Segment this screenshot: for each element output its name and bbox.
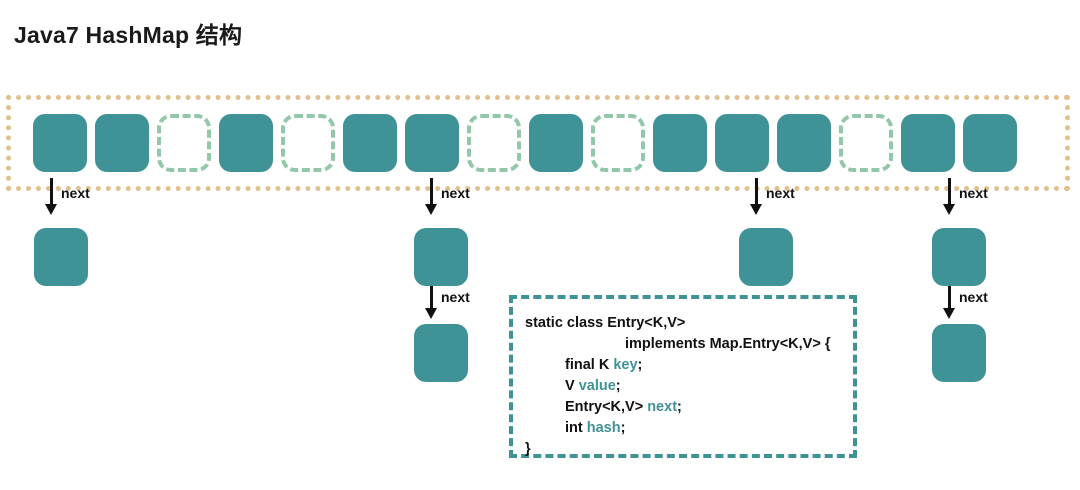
- chain-bucket-0: next: [34, 178, 90, 286]
- code-lines: static class Entry<K,V> implements Map.En…: [525, 313, 843, 460]
- code-line-4: Entry<K,V> next;: [525, 397, 843, 418]
- next-pointer-arrow: next: [932, 178, 988, 228]
- next-label: next: [441, 185, 470, 201]
- arrow-shaft: [430, 178, 433, 208]
- entry-node: [932, 324, 986, 382]
- next-label: next: [959, 185, 988, 201]
- chain-bucket-6: next next: [414, 178, 470, 382]
- arrow-shaft: [50, 178, 53, 208]
- arrow-head-icon: [943, 204, 955, 215]
- next-label: next: [959, 289, 988, 305]
- bucket-slot-9-empty: [591, 114, 645, 172]
- arrow-head-icon: [943, 308, 955, 319]
- bucket-slot-12-filled: [777, 114, 831, 172]
- arrow-shaft: [430, 286, 433, 312]
- arrow-shaft: [948, 286, 951, 312]
- next-pointer-arrow: next: [414, 178, 470, 228]
- arrow-head-icon: [425, 308, 437, 319]
- code-line-6: }: [525, 439, 843, 460]
- entry-node: [414, 228, 468, 286]
- code-token: final K: [565, 357, 614, 373]
- bucket-slot-5-filled: [343, 114, 397, 172]
- page-title: Java7 HashMap 结构: [14, 22, 243, 48]
- bucket-slot-8-filled: [529, 114, 583, 172]
- code-token: static class Entry<K,V>: [525, 315, 686, 331]
- code-line-5: int hash;: [525, 418, 843, 439]
- field-name: key: [613, 357, 638, 373]
- next-pointer-arrow: next: [739, 178, 795, 228]
- code-token: implements Map.Entry<K,V> {: [625, 336, 831, 352]
- arrow-shaft: [755, 178, 758, 208]
- bucket-slot-1-filled: [95, 114, 149, 172]
- code-token: V: [565, 378, 579, 394]
- code-token: ;: [677, 399, 682, 415]
- arrow-head-icon: [750, 204, 762, 215]
- field-name: value: [578, 378, 616, 394]
- field-name: next: [647, 399, 678, 415]
- bucket-slot-2-empty: [157, 114, 211, 172]
- next-label: next: [766, 185, 795, 201]
- next-label: next: [441, 289, 470, 305]
- arrow-head-icon: [45, 204, 57, 215]
- code-token: int: [565, 420, 587, 436]
- arrow-head-icon: [425, 204, 437, 215]
- entry-node: [739, 228, 793, 286]
- next-pointer-arrow: next: [932, 286, 988, 324]
- code-line-0: static class Entry<K,V>: [525, 313, 843, 334]
- code-token: ;: [637, 357, 643, 373]
- bucket-slot-0-filled: [33, 114, 87, 172]
- bucket-slot-list: [11, 100, 1065, 186]
- bucket-slot-11-filled: [715, 114, 769, 172]
- code-line-1: implements Map.Entry<K,V> {: [525, 334, 843, 355]
- chain-bucket-14: next next: [932, 178, 988, 382]
- code-line-2: final K key;: [525, 355, 843, 376]
- field-name: hash: [586, 420, 621, 436]
- code-token: ;: [620, 420, 626, 436]
- bucket-slot-10-filled: [653, 114, 707, 172]
- chain-bucket-11: next: [739, 178, 795, 286]
- entry-node: [34, 228, 88, 286]
- arrow-shaft: [948, 178, 951, 208]
- next-pointer-arrow: next: [414, 286, 470, 324]
- code-token: }: [525, 441, 531, 457]
- bucket-slot-4-empty: [281, 114, 335, 172]
- bucket-slot-6-filled: [405, 114, 459, 172]
- next-label: next: [61, 185, 90, 201]
- entry-node: [932, 228, 986, 286]
- code-token: ;: [615, 378, 621, 394]
- bucket-slot-7-empty: [467, 114, 521, 172]
- next-pointer-arrow: next: [34, 178, 90, 228]
- entry-node: [414, 324, 468, 382]
- code-line-3: V value;: [525, 376, 843, 397]
- bucket-slot-15-filled: [963, 114, 1017, 172]
- bucket-slot-14-filled: [901, 114, 955, 172]
- bucket-slot-3-filled: [219, 114, 273, 172]
- bucket-slot-13-empty: [839, 114, 893, 172]
- entry-class-snippet: static class Entry<K,V> implements Map.En…: [509, 295, 857, 458]
- hashmap-bucket-array: [6, 95, 1070, 191]
- code-token: Entry<K,V>: [565, 399, 648, 415]
